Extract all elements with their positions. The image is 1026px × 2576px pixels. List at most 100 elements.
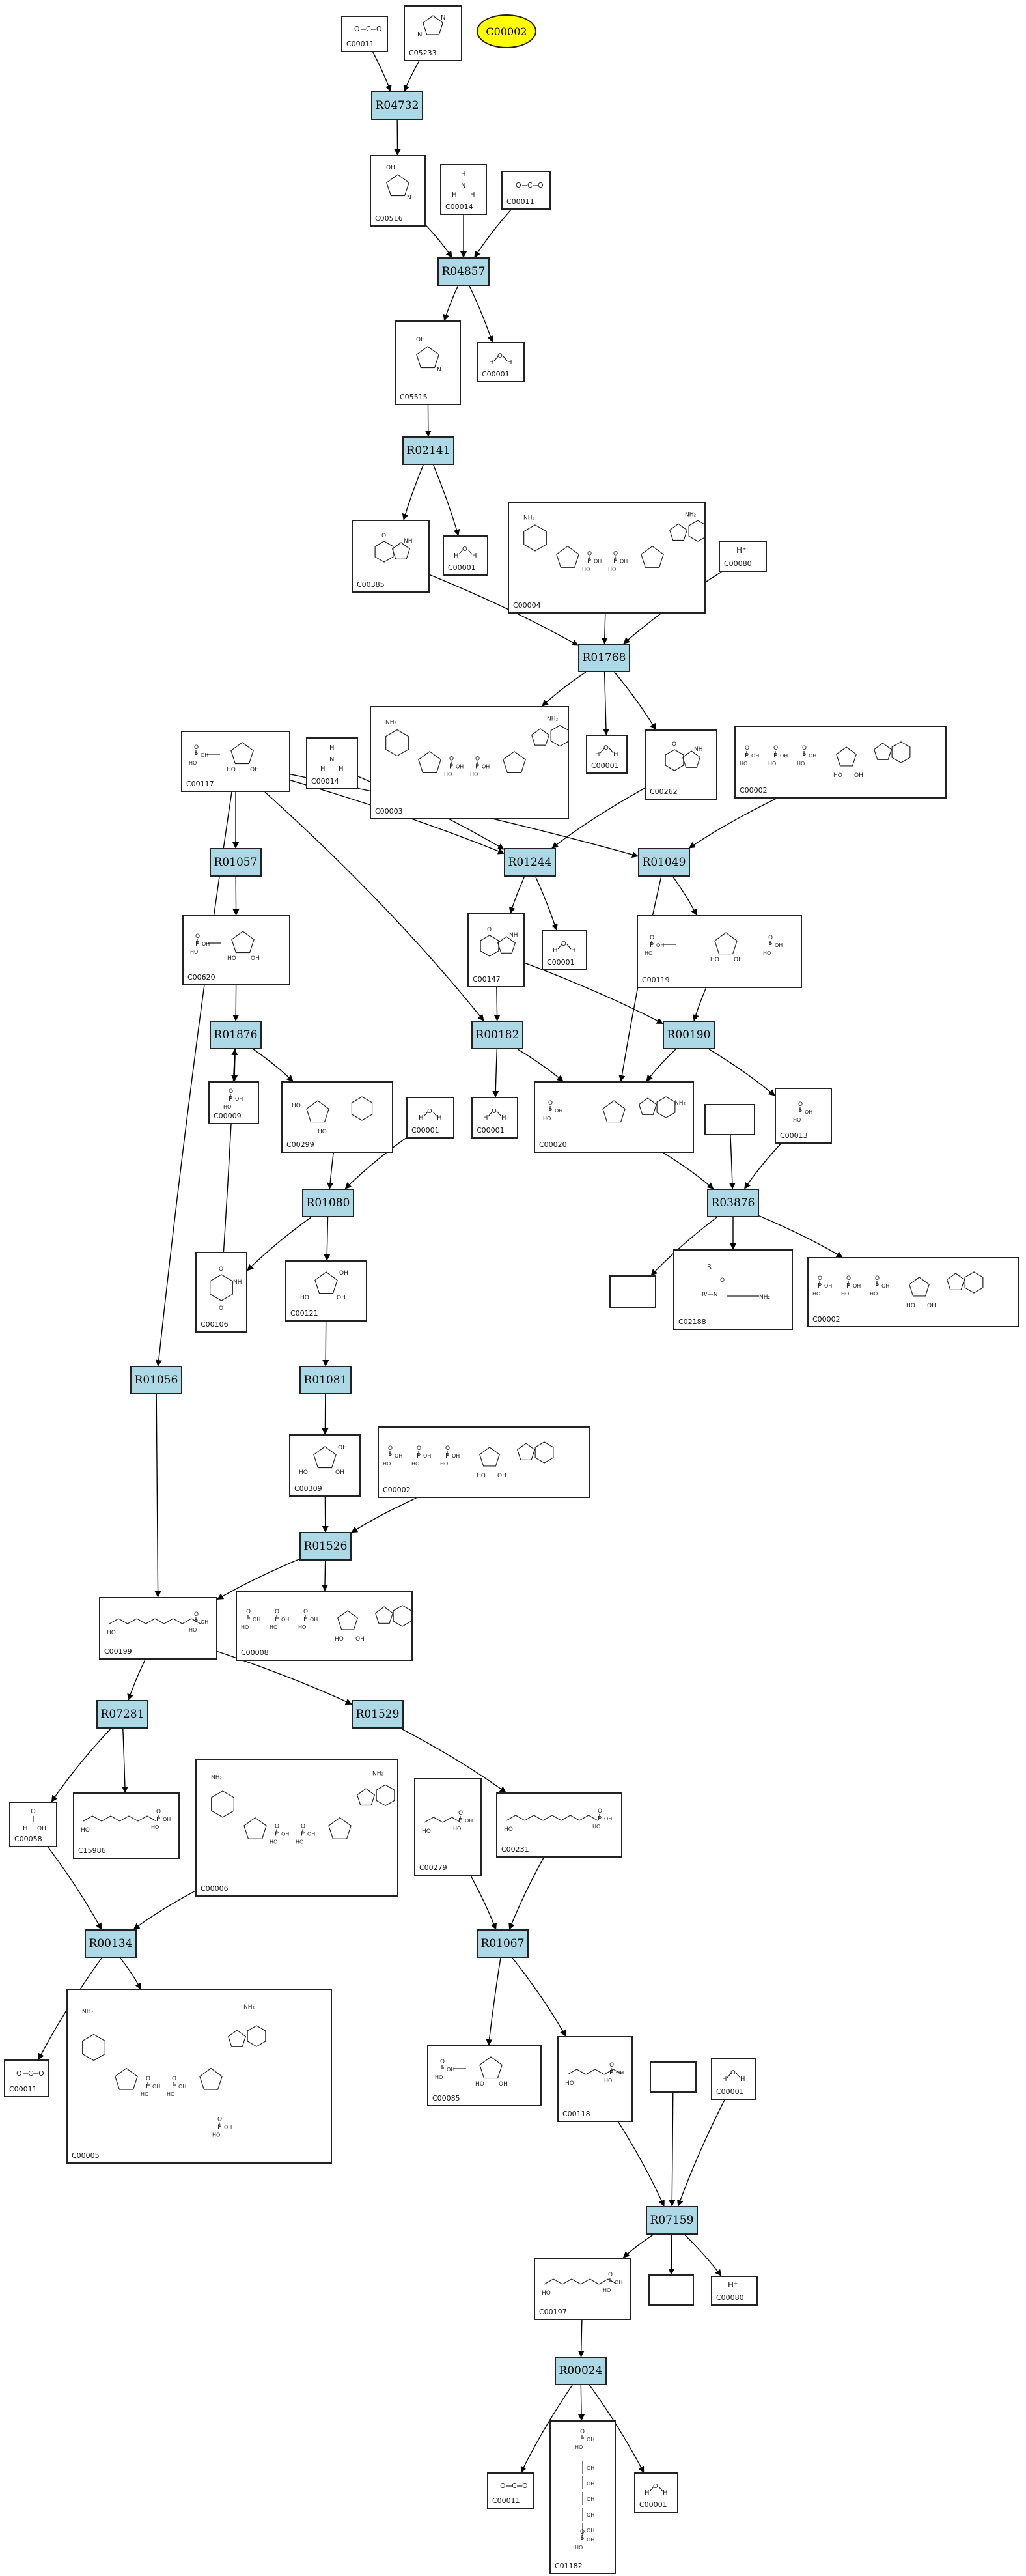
svg-text:HO: HO — [603, 2287, 611, 2293]
svg-text:P: P — [275, 1616, 279, 1623]
svg-text:OH: OH — [734, 957, 743, 963]
compound-id-label: C00117 — [186, 780, 214, 788]
reaction-node-r01080[interactable]: R01080 — [302, 1189, 354, 1217]
svg-text:P: P — [445, 1452, 449, 1460]
svg-text:OH: OH — [224, 2125, 232, 2130]
reaction-node-r07281[interactable]: R07281 — [96, 1700, 148, 1729]
edge-c3-to-r04857 — [425, 225, 452, 258]
reaction-node-r00190[interactable]: R00190 — [663, 1021, 715, 1049]
reaction-node-r00134[interactable]: R00134 — [85, 1929, 137, 1958]
hplus-structure-icon: H⁺ — [728, 2280, 738, 2289]
reaction-node-r01244[interactable]: R01244 — [504, 848, 556, 877]
compound-id-label: C00013 — [780, 1131, 808, 1140]
svg-text:O: O — [587, 550, 592, 557]
edge-r00024-to-c52 — [520, 2385, 573, 2473]
reaction-node-r01768[interactable]: R01768 — [578, 644, 630, 672]
reaction-node-r07159[interactable]: R07159 — [646, 2206, 698, 2235]
reaction-node-r01081[interactable]: R01081 — [299, 1366, 352, 1394]
reaction-node-r01057[interactable]: R01057 — [210, 848, 262, 877]
reaction-node-r01067[interactable]: R01067 — [477, 1929, 529, 1958]
svg-text:HO: HO — [292, 1103, 301, 1109]
compound-node-unlabeled[interactable] — [609, 1275, 656, 1308]
reaction-node-r00182[interactable]: R00182 — [471, 1021, 523, 1049]
svg-text:O: O — [516, 181, 521, 190]
reaction-node-r01049[interactable]: R01049 — [638, 848, 690, 877]
svg-text:HO: HO — [645, 950, 652, 956]
svg-text:OH: OH — [447, 2067, 454, 2073]
reaction-node-r01526[interactable]: R01526 — [299, 1532, 352, 1561]
svg-text:O: O — [497, 352, 503, 360]
reaction-node-r00024[interactable]: R00024 — [555, 2357, 607, 2385]
svg-text:OH: OH — [555, 1108, 562, 1114]
start-node-c00002[interactable]: C00002 — [477, 14, 536, 48]
compound-node-c00080[interactable]: H⁺C00080 — [711, 2276, 758, 2306]
compound-node-c00080[interactable]: H⁺C00080 — [719, 541, 767, 572]
compound-node-unlabeled[interactable] — [704, 1104, 755, 1135]
reaction-node-r01056[interactable]: R01056 — [130, 1366, 182, 1394]
reaction-node-r04732[interactable]: R04732 — [371, 91, 423, 120]
reaction-node-r03876[interactable]: R03876 — [707, 1189, 759, 1217]
svg-text:P: P — [303, 1616, 307, 1623]
compound-node-unlabeled[interactable] — [650, 2061, 697, 2093]
svg-text:N: N — [441, 14, 445, 21]
reaction-node-r04857[interactable]: R04857 — [437, 257, 490, 286]
reaction-node-r01876[interactable]: R01876 — [210, 1021, 262, 1049]
svg-text:O: O — [376, 25, 382, 33]
compound-node-unlabeled[interactable] — [648, 2274, 694, 2306]
svg-text:OH: OH — [587, 2465, 594, 2471]
reaction-node-r02141[interactable]: R02141 — [402, 436, 454, 465]
svg-text:P: P — [217, 2124, 221, 2131]
reaction-node-r01529[interactable]: R01529 — [352, 1700, 404, 1729]
